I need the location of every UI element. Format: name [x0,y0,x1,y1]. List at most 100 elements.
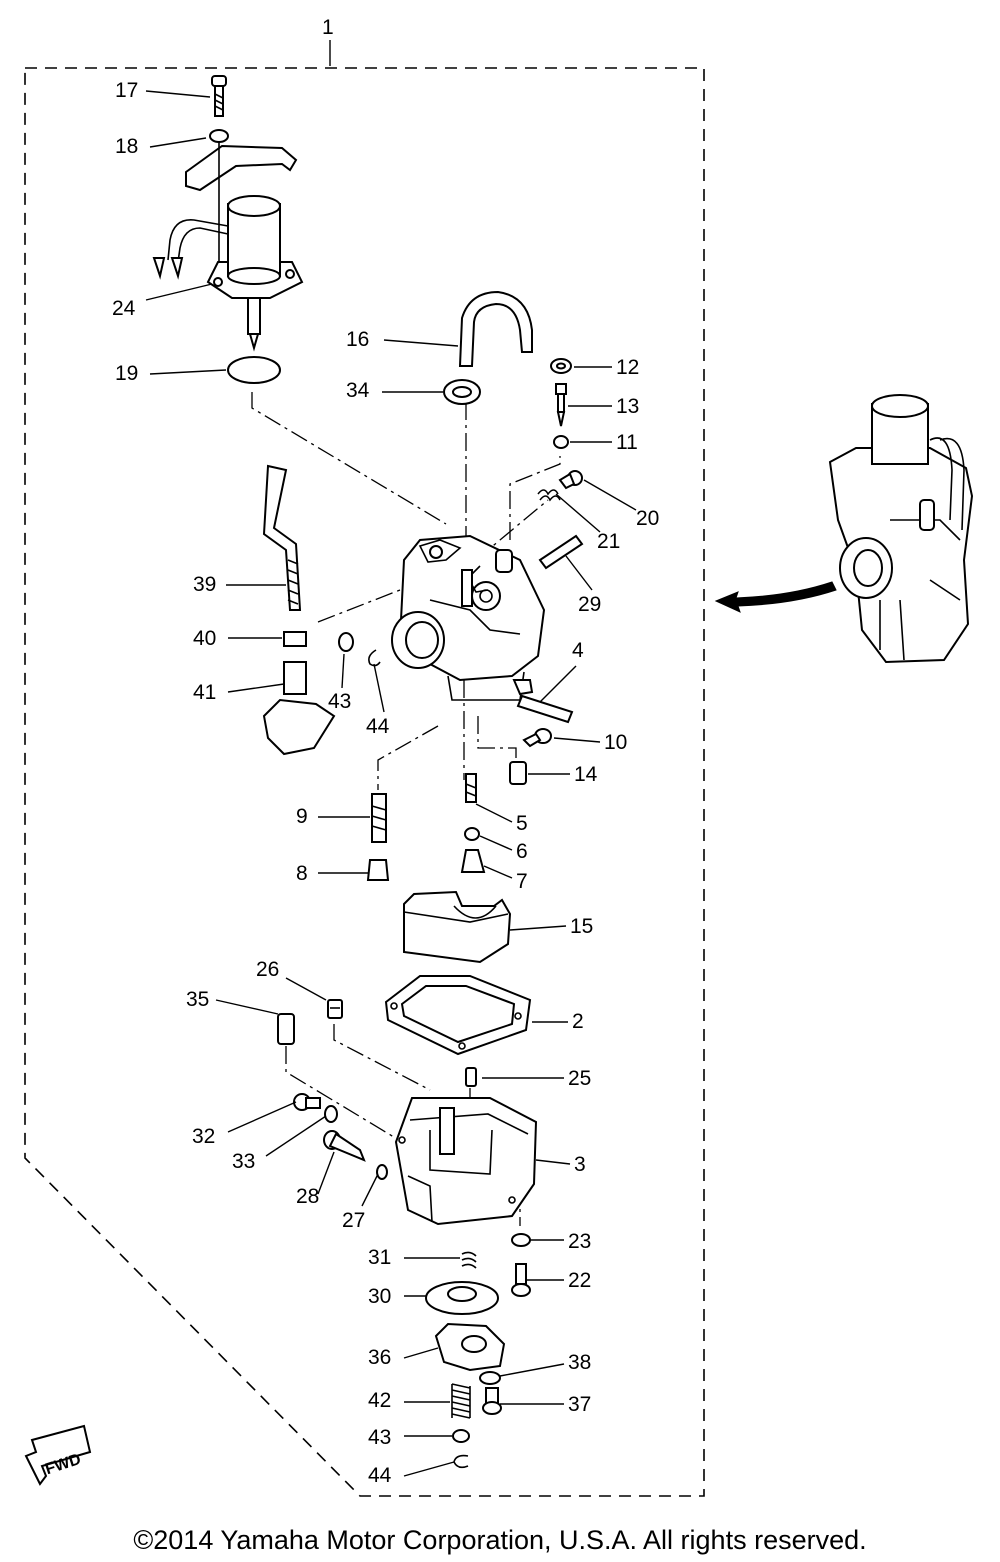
carburetor-exploded-diagram: 1 [24,16,974,1497]
washer-43-upper [338,632,354,652]
callout-3: 3 [574,1153,586,1176]
leader-line-43 [341,653,345,689]
shaft-4 [516,694,574,724]
screw-28 [323,1130,366,1162]
assembly-dashed-boundary [24,67,705,1497]
callout-10: 10 [604,731,627,754]
float-bowl-3 [394,1097,538,1226]
callout-4: 4 [572,639,584,662]
callout-34: 34 [346,379,370,402]
callout-40: 40 [193,627,216,650]
callout-28: 28 [296,1185,319,1208]
main-jet-8 [366,859,390,881]
callout-5: 5 [516,812,528,835]
leader-line-27 [361,1173,379,1207]
leader-line-10 [553,737,601,743]
carburetor-body [391,534,546,701]
float-15 [403,890,512,964]
leader-line-28 [317,1151,335,1195]
assembled-carburetor-view [828,394,974,664]
spring-31 [461,1251,477,1269]
leader-line-19 [149,369,227,375]
leader-line-15 [509,925,567,931]
callout-15: 15 [570,915,593,938]
leader-line-44 [403,1461,455,1477]
callout-32: 32 [192,1125,215,1148]
callout-21: 21 [597,530,620,553]
callout-43: 43 [328,690,351,713]
hose-16 [458,290,533,367]
callout-29: 29 [578,593,601,616]
cap-12 [550,358,572,374]
leader-line-24 [145,283,213,301]
washer-33 [324,1105,338,1123]
leader-line-16 [383,339,459,347]
needle-jet-9 [371,793,387,843]
callout-22: 22 [568,1269,591,1292]
pin-29 [538,534,584,570]
leader-line-20 [583,479,637,511]
leader-line-21 [555,493,601,533]
o-ring-6 [464,827,480,841]
callout-8: 8 [296,862,308,885]
diaphragm-30 [425,1281,499,1315]
leader-line-17 [145,90,211,98]
leader-line-41 [227,683,285,693]
spring-42 [451,1383,471,1419]
assembly-reference-arrow [714,581,837,613]
callout-17: 17 [115,79,138,102]
leader-line-35 [215,999,279,1015]
plug-14 [509,761,527,785]
gasket-2 [384,975,532,1056]
fwd-arrow-icon: FWD [24,1424,92,1486]
o-ring-19 [227,356,281,384]
callout-26: 26 [256,958,279,981]
screw-22 [511,1263,531,1297]
washer-38 [479,1371,501,1385]
leader-line-44 [373,663,385,713]
callout-23: 23 [568,1230,591,1253]
grommet-34 [443,379,481,405]
leader-line-3 [535,1159,571,1165]
leader-line-38 [499,1363,565,1377]
pipe-35 [277,1013,295,1045]
pilot-screw-13 [555,383,567,427]
leader-line-5 [475,803,513,823]
leader-line-7 [483,865,513,879]
drain-screw-32 [293,1093,321,1111]
callout-27: 27 [342,1209,365,1232]
bracket [185,144,298,192]
sleeve-41 [283,661,307,695]
callout-14: 14 [574,763,598,786]
leader-line-26 [285,977,327,1001]
jet-5 [465,773,477,803]
callout-16: 16 [346,328,369,351]
callout-19: 19 [115,362,138,385]
assembly-callout-1: 1 [322,16,334,39]
callout-2: 2 [572,1010,584,1033]
leader-line-36 [403,1347,439,1359]
callout-37: 37 [568,1393,591,1416]
washer-43-lower [452,1429,470,1443]
callout-20: 20 [636,507,659,530]
callout-9: 9 [296,805,308,828]
callout-43: 43 [368,1426,391,1449]
callout-24: 24 [112,297,136,320]
leader-line-32 [227,1101,297,1133]
clip-44-upper [368,649,381,667]
callout-31: 31 [368,1246,391,1269]
callout-30: 30 [368,1285,391,1308]
pump-cover-36 [434,1322,506,1372]
leader-line-18 [149,137,207,148]
washer-18 [209,129,229,143]
callout-7: 7 [516,870,528,893]
leader-line-6 [479,835,513,851]
choke-rod-39 [262,464,302,611]
callout-11: 11 [616,431,638,454]
needle-valve-26 [327,999,343,1019]
pilot-jet-7 [460,849,486,873]
callout-44: 44 [366,715,390,738]
clip-44-lower [453,1454,469,1469]
screw-25 [465,1067,477,1087]
